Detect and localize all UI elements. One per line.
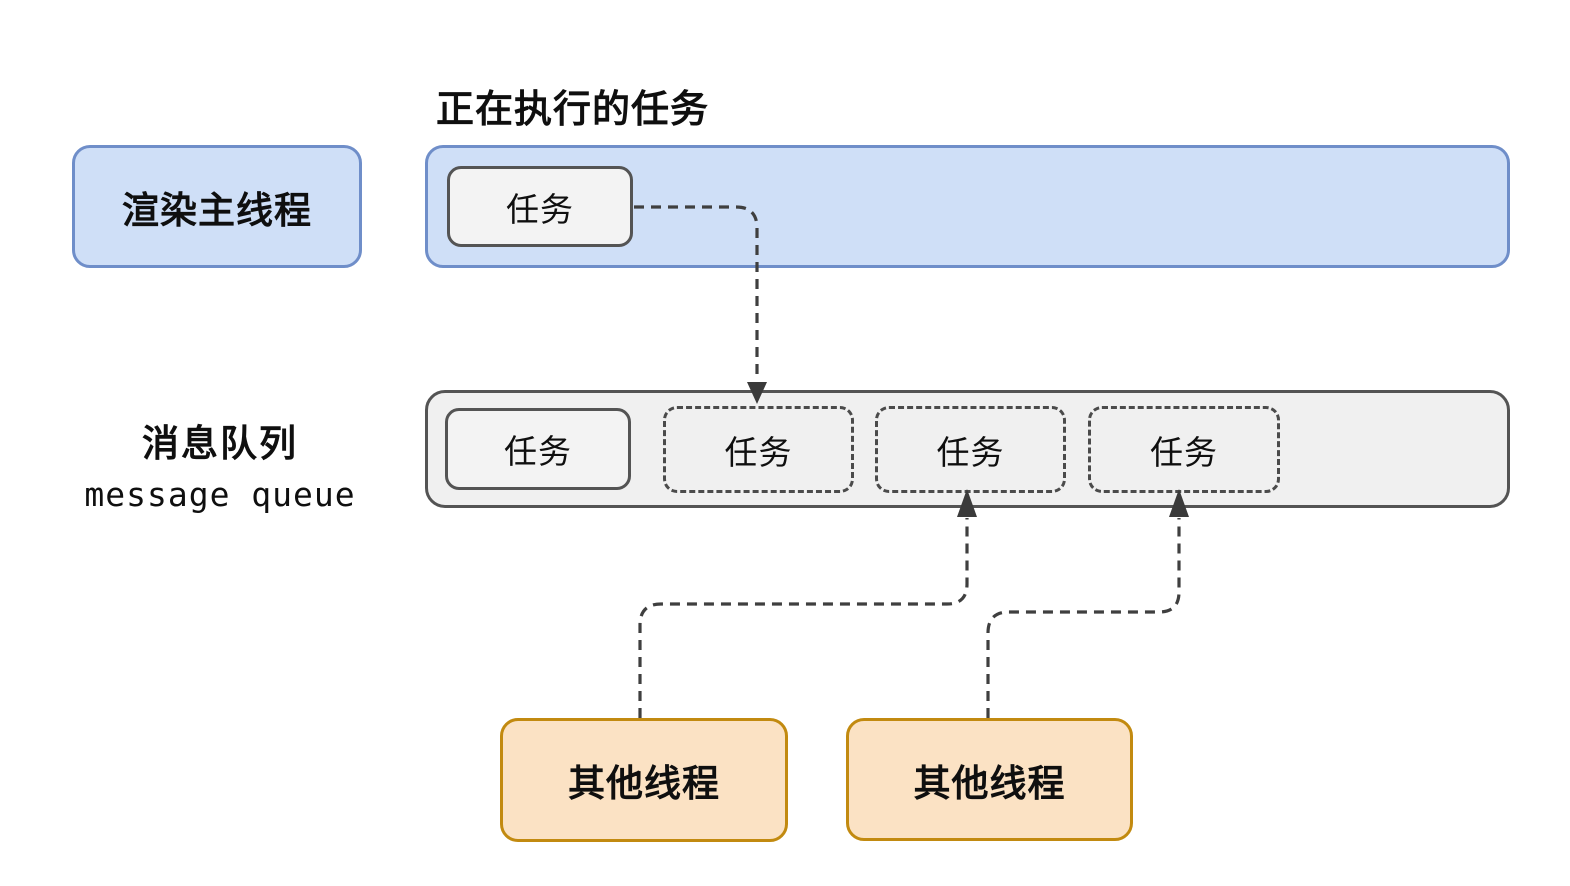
queue-task-solid: 任务 xyxy=(445,408,631,490)
connector-thread1-to-queue xyxy=(638,518,969,718)
message-queue-label: 消息队列 message queue xyxy=(30,413,410,514)
message-queue-label-en: message queue xyxy=(84,475,356,514)
queue-task-label: 任务 xyxy=(724,433,793,471)
queue-task-label: 任务 xyxy=(936,433,1005,471)
connector-thread2-to-queue xyxy=(986,518,1181,718)
queue-task-dashed-3: 任务 xyxy=(1088,406,1280,493)
queue-task-dashed-1: 任务 xyxy=(663,406,854,493)
executing-task-label: 任务 xyxy=(506,190,574,228)
other-thread-label: 其他线程 xyxy=(913,762,1066,804)
other-thread-label: 其他线程 xyxy=(568,763,720,804)
queue-task-dashed-2: 任务 xyxy=(875,406,1066,493)
other-thread-box-2: 其他线程 xyxy=(846,718,1133,841)
other-thread-box-1: 其他线程 xyxy=(500,718,788,842)
queue-task-label: 任务 xyxy=(504,433,572,470)
message-queue-label-cn: 消息队列 xyxy=(142,423,298,464)
executing-task-box: 任务 xyxy=(447,166,633,247)
executing-task-caption: 正在执行的任务 xyxy=(436,89,710,131)
render-main-thread-label: 渲染主线程 xyxy=(122,189,312,231)
queue-task-label: 任务 xyxy=(1150,433,1218,471)
render-main-thread-box: 渲染主线程 xyxy=(72,145,362,268)
